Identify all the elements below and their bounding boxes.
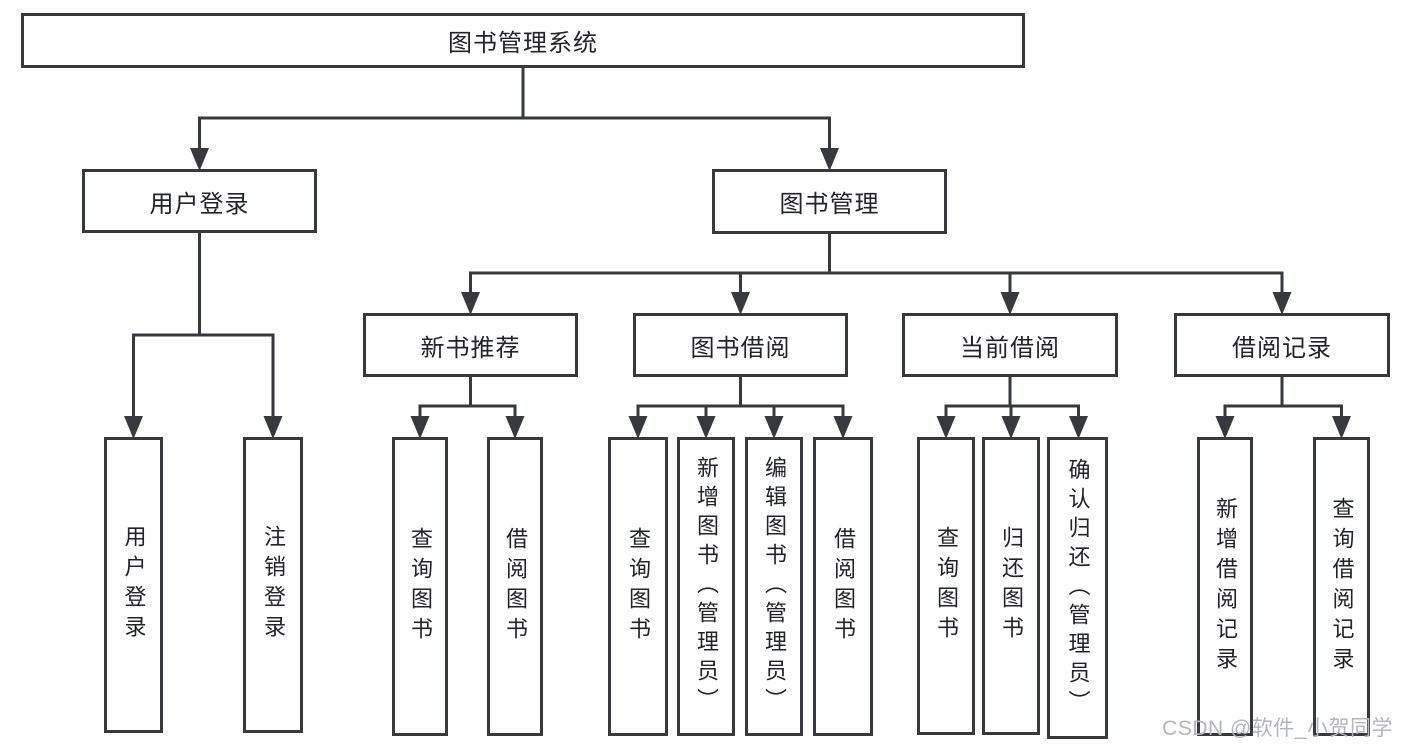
node-system-root-label: 图书管理系统: [448, 30, 598, 57]
leaf-br-query-record-label: 查询借阅记录: [1329, 496, 1355, 677]
leaf-br-add-record: 新增借阅记录: [1197, 437, 1253, 736]
leaf-cb-return-books-label: 归还图书: [999, 526, 1024, 646]
node-book-management: 图书管理: [712, 169, 947, 234]
csdn-watermark: CSDN @软件_小贺同学: [1162, 717, 1393, 740]
leaf-bb-query-books: 查询图书: [608, 437, 668, 736]
leaf-bb-query-books-label: 查询图书: [626, 526, 651, 647]
leaf-bb-borrow-books: 借阅图书: [813, 437, 873, 736]
leaf-cb-query-books-label: 查询图书: [934, 526, 959, 646]
leaf-bb-add-books-admin-label: 新增图书（管理员）: [694, 456, 719, 717]
leaf-nbr-borrow-books-label: 借阅图书: [503, 526, 528, 647]
leaf-nbr-borrow-books: 借阅图书: [487, 437, 543, 736]
leaf-cb-return-books: 归还图书: [982, 437, 1040, 735]
leaf-br-add-record-label: 新增借阅记录: [1213, 496, 1238, 677]
arrowheads: [124, 148, 1351, 439]
leaf-bb-edit-books-admin-label: 编辑图书（管理员）: [762, 456, 787, 717]
node-system-root: 图书管理系统: [21, 13, 1025, 68]
leaf-bb-borrow-books-label: 借阅图书: [831, 526, 856, 647]
node-book-management-label: 图书管理: [779, 191, 880, 218]
node-book-borrowing-label: 图书借阅: [690, 334, 791, 362]
node-book-borrowing: 图书借阅: [633, 313, 848, 377]
leaf-logout: 注销登录: [243, 437, 303, 733]
leaf-user-login: 用户登录: [104, 437, 163, 733]
leaf-bb-add-books-admin: 新增图书（管理员）: [677, 437, 735, 736]
leaf-cb-query-books: 查询图书: [917, 437, 975, 735]
node-current-borrowing: 当前借阅: [902, 313, 1118, 377]
node-user-login-label: 用户登录: [149, 190, 250, 218]
node-current-borrowing-label: 当前借阅: [960, 334, 1060, 362]
node-new-book-recommend: 新书推荐: [363, 313, 578, 377]
node-user-login: 用户登录: [82, 169, 317, 233]
leaf-nbr-query-books-label: 查询图书: [408, 526, 433, 647]
leaf-bb-edit-books-admin: 编辑图书（管理员）: [745, 437, 803, 736]
leaf-br-query-record: 查询借阅记录: [1313, 437, 1370, 736]
node-borrowing-records: 借阅记录: [1174, 313, 1390, 377]
leaf-user-login-label: 用户登录: [121, 525, 147, 645]
node-borrowing-records-label: 借阅记录: [1232, 334, 1332, 362]
leaf-cb-confirm-return-admin-label: 确认归还（管理员）: [1065, 457, 1091, 719]
leaf-logout-label: 注销登录: [261, 525, 286, 645]
node-new-book-recommend-label: 新书推荐: [420, 334, 521, 362]
leaf-nbr-query-books: 查询图书: [392, 437, 448, 736]
leaf-cb-confirm-return-admin: 确认归还（管理员）: [1047, 437, 1108, 739]
